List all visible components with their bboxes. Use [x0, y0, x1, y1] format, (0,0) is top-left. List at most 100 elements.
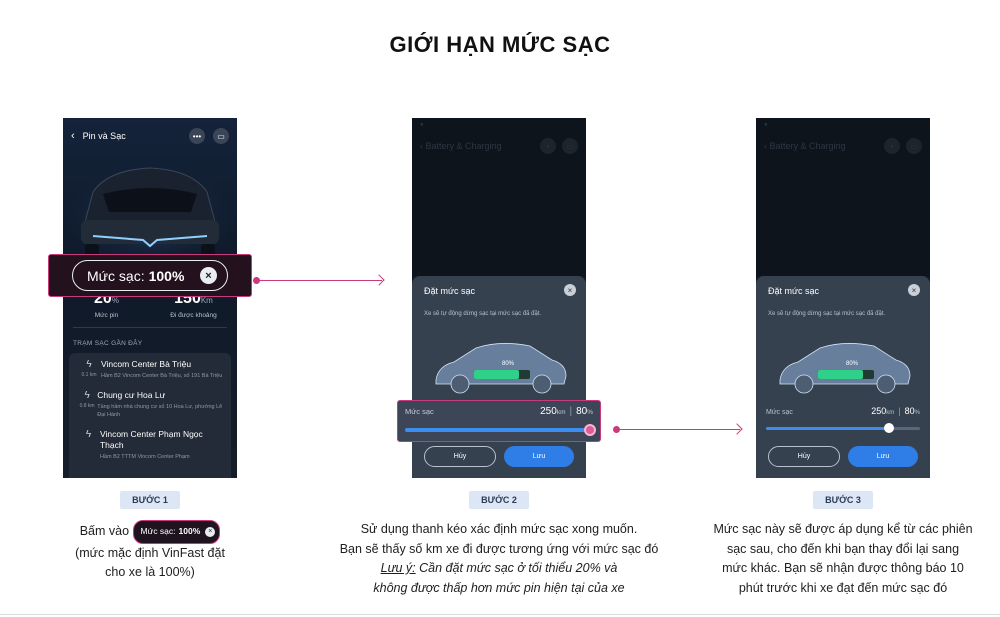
save-button[interactable]: Lưu [848, 446, 918, 467]
pill-label: Mức sạc: [140, 526, 176, 536]
station-distance: 0.8 km [79, 403, 95, 409]
bolt-icon: ϟ [84, 390, 90, 401]
bolt-icon: ϟ [86, 359, 92, 370]
car-charge-label: 80% [502, 361, 515, 367]
slider-fill [405, 428, 590, 432]
sheet-buttons: Hủy Lưu [424, 446, 574, 467]
stat-unit: % [111, 296, 119, 305]
phone-screen-battery: ‹ Pin và Sạc ••• ▭ 20% Mức pin 150Km Đi … [63, 118, 237, 478]
status-time: ● [764, 122, 768, 128]
percent-value: 80 [576, 406, 588, 417]
bolt-icon: ϟ [85, 429, 92, 440]
cancel-button[interactable]: Hủy [768, 446, 840, 467]
more-icon[interactable]: ••• [189, 128, 205, 144]
charge-slider-callout: Mức sạc 250km | 80% [397, 400, 601, 442]
cancel-button[interactable]: Hủy [424, 446, 496, 467]
back-icon: ‹ [420, 141, 426, 151]
list-item[interactable]: ϟ 0.8 km Chung cư Hoa Lư Tầng hầm nhà chun… [77, 390, 223, 419]
car-charge-label: 80% [846, 361, 859, 367]
divider [73, 327, 227, 328]
save-button[interactable]: Lưu [504, 446, 574, 467]
arrow-head [731, 423, 743, 435]
car-xray-image: 80% [435, 343, 567, 394]
dimmed-title: Battery & Charging [769, 141, 846, 151]
close-icon: × [205, 526, 216, 537]
sheet-description: Xe sẽ tự động dừng sạc tại mức sạc đã đặ… [768, 311, 886, 317]
slider-readout: Mức sạc 250km | 80% [405, 406, 593, 417]
sheet-description: Xe sẽ tự động dừng sạc tại mức sạc đã đặ… [424, 311, 542, 317]
station-name: Vincom Center Bà Triệu [101, 359, 192, 369]
slider-handle[interactable] [884, 423, 895, 433]
sheet-buttons: Hủy Lưu [768, 446, 918, 467]
slider-label: Mức sạc [405, 407, 434, 416]
separator: | [898, 406, 901, 416]
status-time: ● [420, 122, 424, 128]
close-icon[interactable]: × [908, 284, 920, 296]
range-value: 250 [871, 406, 887, 416]
app-header: ‹ Pin và Sạc ••• ▭ [71, 126, 229, 146]
arrow-start-dot [253, 277, 260, 284]
charge-level-pill[interactable]: Mức sạc: 100% × [72, 260, 228, 291]
step-note: Lưu ý: Cần đặt mức sạc ở tối thiểu 20% v… [318, 559, 680, 579]
separator: | [569, 406, 573, 417]
dimmed-title: Battery & Charging [425, 141, 502, 151]
range-unit: km [886, 410, 895, 416]
step-text: Sử dụng thanh kéo xác định mức sạc xong … [360, 522, 638, 536]
step-text: phút trước khi xe đạt đến mức sạc đó [738, 580, 948, 595]
station-distance: 0.1 km [81, 372, 97, 378]
station-name: Vincom Center Phạm Ngọc Thạch [99, 429, 203, 450]
slider-fill [766, 427, 890, 430]
stat-label: Đi được khoảng [170, 312, 217, 319]
step-1-description: Bấm vào Mức sạc:100% × (mức mặc định VinF… [40, 520, 260, 583]
station-name: Chung cư Hoa Lư [97, 390, 166, 400]
car-icon[interactable]: ▭ [213, 128, 229, 144]
sheet-title: Đặt mức sạc [424, 286, 476, 296]
close-icon[interactable]: × [564, 284, 576, 296]
step-text: Bấm vào [79, 524, 130, 539]
sheet-title: Đặt mức sạc [768, 286, 820, 296]
note-text: Cần đặt mức sạc ở tối thiểu 20% và [419, 561, 618, 575]
step-badge-1: BƯỚC 1 [120, 491, 180, 509]
note-label: Lưu ý: [380, 561, 416, 575]
dimmed-header: ‹ Battery & Charging •▭ [764, 138, 922, 154]
step-2-description: Sử dụng thanh kéo xác định mức sạc xong … [318, 520, 680, 598]
dimmed-background: ● ‹ Battery & Charging •▭ [756, 118, 930, 276]
step-text: không được thấp hơn mức pin hiện tại của… [373, 580, 625, 595]
step-text: cho xe là 100%) [105, 565, 195, 579]
page-title: GIỚI HẠN MỨC SẠC [389, 32, 611, 57]
section-title: TRẠM SẠC GẦN ĐÂY [73, 340, 143, 347]
inline-charge-pill: Mức sạc:100% × [132, 520, 221, 544]
range-unit: km [556, 409, 566, 416]
charge-slider[interactable] [405, 424, 596, 436]
percent-value: 80 [904, 406, 915, 416]
step-text: sạc sau, cho đến khi bạn thay đổi lại sa… [726, 541, 960, 556]
pill-value: 100% [148, 267, 185, 284]
step-text: (mức mặc định VinFast đặt [75, 545, 225, 560]
percent-unit: % [914, 410, 920, 416]
station-address: Tầng hầm nhà chung cư số 10 Hoa Lư, phườ… [97, 404, 223, 418]
station-address: Hầm B2 TTTM Vincom Center Phạm [99, 454, 190, 460]
header-title: Pin và Sạc [82, 131, 126, 141]
charge-level-callout: Mức sạc: 100% × [48, 254, 252, 297]
charge-slider[interactable] [766, 423, 920, 433]
more-icon: • [884, 138, 900, 154]
step-badge-3: BƯỚC 3 [813, 491, 873, 509]
step-text: Mức sạc này sẽ được áp dụng kể từ các ph… [713, 522, 973, 536]
bottom-sheet: Đặt mức sạc × Xe sẽ tự động dừng sạc tại… [412, 276, 586, 478]
slider-handle[interactable] [584, 424, 596, 436]
car-icon: ▭ [562, 138, 578, 154]
percent-unit: % [587, 409, 593, 416]
stat-unit: Km [200, 296, 213, 305]
step-text: Bạn sẽ thấy số km xe đi được tương ứng v… [339, 541, 659, 556]
back-icon[interactable]: ‹ [71, 130, 75, 142]
step-text: mức khác. Bạn sẽ nhận được thông báo 10 [722, 561, 964, 575]
pill-value: 100% [178, 526, 201, 536]
car-icon: ▭ [906, 138, 922, 154]
arrow-connector [613, 423, 743, 435]
phone-screen-set-charge-result: ● ‹ Battery & Charging •▭ Đặt mức sạc × … [756, 118, 930, 478]
car-image [63, 152, 237, 262]
close-icon[interactable]: × [200, 267, 217, 284]
